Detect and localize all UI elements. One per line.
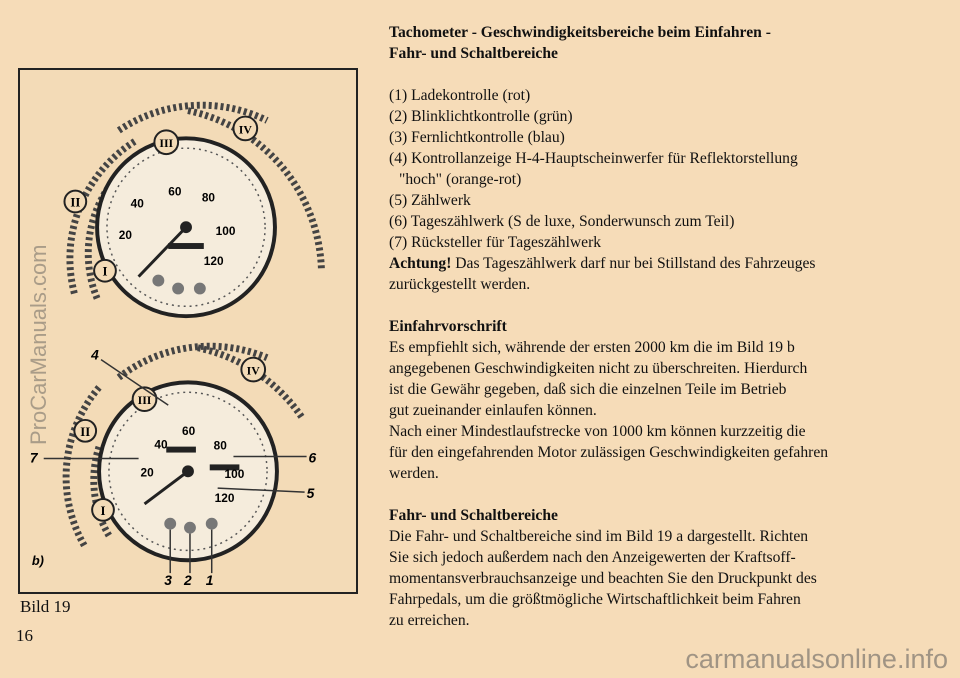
section3-line-1: Die Fahr- und Schaltbereiche sind im Bil… bbox=[389, 528, 809, 545]
callout-7: 7 bbox=[30, 449, 39, 465]
top-tick-80: 80 bbox=[202, 191, 216, 205]
bottom-range-IV: IV bbox=[247, 363, 261, 377]
bottom-tick-20: 20 bbox=[141, 465, 155, 479]
side-watermark: ProCarManuals.com bbox=[26, 244, 51, 445]
item-4: (4) Kontrollanzeige H-4-Hauptscheinwerfe… bbox=[389, 150, 798, 167]
top-tick-40: 40 bbox=[131, 196, 145, 210]
item-1: (1) Ladekontrolle (rot) bbox=[389, 87, 531, 104]
callout-2: 2 bbox=[183, 572, 192, 588]
heading-line-1: Tachometer - Geschwindigkeitsbereiche be… bbox=[389, 24, 771, 41]
section2-title: Einfahrvorschrift bbox=[389, 318, 507, 335]
item-5: (5) Zählwerk bbox=[389, 192, 471, 209]
section3-line-4: Fahrpedals, um die größtmögliche Wirtsch… bbox=[389, 591, 801, 608]
top-tick-120: 120 bbox=[204, 254, 224, 268]
section3-line-5: zu erreichen. bbox=[389, 612, 470, 629]
top-range-III: III bbox=[159, 136, 173, 150]
warning-label: Achtung! bbox=[389, 255, 452, 272]
section2-line-2: angegebenen Geschwindigkeiten nicht zu ü… bbox=[389, 360, 808, 377]
callout-1: 1 bbox=[206, 572, 214, 588]
bottom-tick-80: 80 bbox=[214, 439, 228, 453]
warning: Achtung! Das Tageszählwerk darf nur bei … bbox=[389, 253, 949, 274]
speedometer-diagram: 20 40 60 80 100 120 I II III IV bbox=[30, 101, 325, 588]
callout-6: 6 bbox=[309, 449, 317, 465]
top-range-II: II bbox=[70, 195, 80, 209]
item-2: (2) Blinklichtkontrolle (grün) bbox=[389, 108, 573, 125]
section2-line-3: ist die Gewähr gegeben, daß sich die ein… bbox=[389, 381, 787, 398]
warning-text-2: zurückgestellt werden. bbox=[389, 276, 531, 293]
section2-line-7: werden. bbox=[389, 465, 439, 482]
top-tick-100: 100 bbox=[216, 224, 236, 238]
heading-line-2: Fahr- und Schaltbereiche bbox=[389, 45, 558, 62]
item-4-cont: "hoch" (orange-rot) bbox=[399, 171, 522, 188]
page-number: 16 bbox=[16, 626, 33, 645]
figure-caption: Bild 19 bbox=[20, 597, 71, 616]
top-range-I: I bbox=[102, 265, 107, 279]
section2-line-6: für den eingefahrenden Motor zulässigen … bbox=[389, 444, 829, 461]
bottom-range-II: II bbox=[80, 425, 90, 439]
section2-line-1: Es empfiehlt sich, währende der ersten 2… bbox=[389, 339, 795, 356]
speedometer-figure: 20 40 60 80 100 120 I II III IV bbox=[18, 68, 358, 594]
text-column: Tachometer - Geschwindigkeitsbereiche be… bbox=[389, 22, 949, 631]
bottom-range-I: I bbox=[101, 504, 106, 518]
bottom-tick-100: 100 bbox=[225, 467, 245, 481]
item-3: (3) Fernlichtkontrolle (blau) bbox=[389, 129, 565, 146]
item-7: (7) Rücksteller für Tageszählwerk bbox=[389, 234, 602, 251]
callout-4: 4 bbox=[90, 347, 99, 363]
item-6: (6) Tageszählwerk (S de luxe, Sonderwuns… bbox=[389, 213, 735, 230]
callout-3: 3 bbox=[164, 572, 172, 588]
bottom-tick-60: 60 bbox=[182, 424, 196, 438]
warning-text: Das Tageszählwerk darf nur bei Stillstan… bbox=[455, 255, 816, 272]
bottom-gauge: 20 40 60 80 100 120 I II III IV 4 7 6 5 bbox=[30, 342, 317, 588]
section2-line-5: Nach einer Mindestlaufstrecke von 1000 k… bbox=[389, 423, 806, 440]
bottom-tick-120: 120 bbox=[215, 491, 235, 505]
top-gauge: 20 40 60 80 100 120 I II III IV bbox=[63, 101, 325, 319]
top-range-IV: IV bbox=[239, 122, 253, 136]
bottom-tick-40: 40 bbox=[154, 438, 168, 452]
bottom-range-III: III bbox=[138, 393, 152, 407]
top-tick-60: 60 bbox=[168, 185, 182, 199]
top-tick-20: 20 bbox=[119, 228, 133, 242]
section2-line-4: gut zueinander einlaufen können. bbox=[389, 402, 597, 419]
panel-label-b: b) bbox=[32, 553, 44, 568]
section3-line-2: Sie sich jedoch außerdem nach den Anzeig… bbox=[389, 549, 796, 566]
section3-title: Fahr- und Schaltbereiche bbox=[389, 507, 558, 524]
callout-5: 5 bbox=[307, 485, 315, 501]
bottom-watermark: carmanualsonline.info bbox=[685, 644, 948, 674]
section3-line-3: momentansverbrauchsanzeige und beachten … bbox=[389, 570, 817, 587]
